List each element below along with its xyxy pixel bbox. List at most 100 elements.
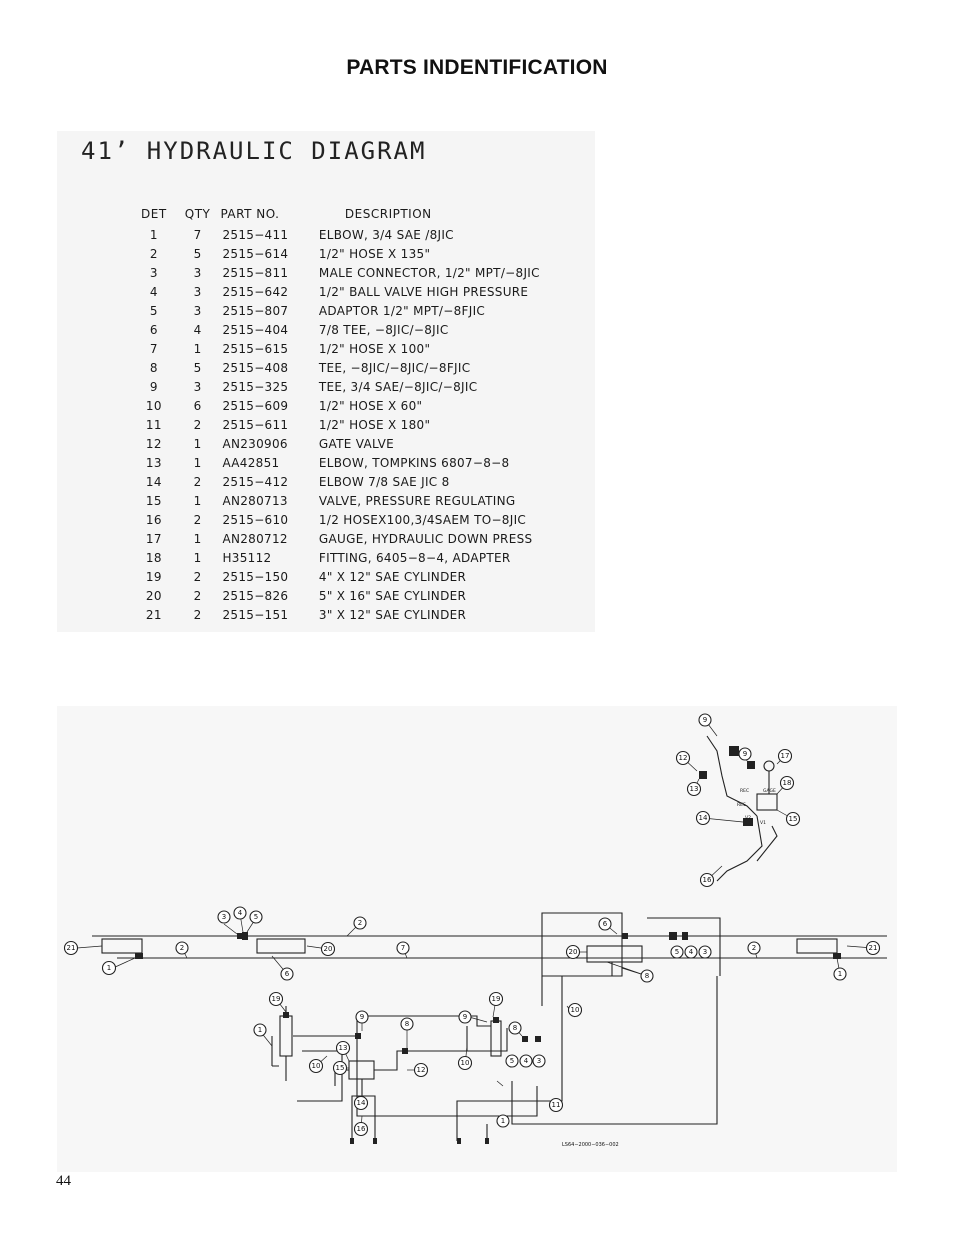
cell-qty: 2 [193,513,202,528]
callout-14-a: 14 [357,1099,366,1107]
col-header-description: DESCRIPTION [344,207,432,221]
cell-qty: 3 [193,265,202,280]
callout-1-b: 1 [838,970,842,978]
callout-5-b: 5 [675,948,679,956]
callout-5-c: 5 [510,1057,514,1065]
callout-21-right: 21 [869,944,878,952]
callout-5-a: 5 [254,913,258,921]
cell-det: 3 [149,265,158,280]
callout-circles [63,713,881,1137]
cell-qty: 3 [193,284,202,299]
callout-6-b: 6 [603,920,608,928]
cell-qty: 1 [193,437,202,452]
drawing-number: LS64−2000−036−002 [562,1142,619,1148]
callout-12-a: 12 [417,1066,426,1074]
cell-det: 16 [145,513,162,528]
cell-qty: 1 [193,551,202,566]
callout-9-c: 9 [703,716,707,724]
cell-det: 13 [145,456,162,471]
cell-part-no: AN280712 [222,532,288,547]
cell-description: 7/8 TEE, −8JIC/−8JIC [318,322,449,337]
cell-part-no: AA42851 [222,456,280,471]
callout-9-d: 9 [743,750,747,758]
cell-qty: 2 [193,417,202,432]
cell-det: 12 [145,437,162,452]
cell-description: VALVE, PRESSURE REGULATING [318,494,516,509]
cell-description: ELBOW, TOMPKINS 6807−8−8 [318,456,510,471]
cell-description: ELBOW, 3/4 SAE /8JIC [318,227,454,242]
cell-part-no: 2515−150 [222,570,289,585]
page-heading: PARTS INDENTIFICATION [346,56,608,79]
callout-14-b: 14 [699,814,708,822]
hydraulic-schematic-drawing: 21 1 3 4 5 2 2 6 20 7 6 20 8 5 4 3 2 1 2… [63,713,887,1148]
cell-part-no: 2515−411 [222,227,289,242]
cell-description: GAUGE, HYDRAULIC DOWN PRESS [318,532,533,547]
cell-det: 5 [149,303,158,318]
cell-qty: 3 [193,379,202,394]
callout-8-a: 8 [645,972,649,980]
callout-8-b: 8 [405,1020,409,1028]
callout-4-b: 4 [689,948,694,956]
cell-det: 17 [145,532,162,547]
callout-4-a: 4 [238,909,243,917]
callout-9-b: 9 [463,1013,467,1021]
cell-qty: 6 [193,398,202,413]
callout-8-c: 8 [513,1024,517,1032]
callout-1-a: 1 [107,964,111,972]
callout-13: 13 [339,1044,348,1052]
cell-qty: 5 [193,360,202,375]
callout-3-c: 3 [537,1057,541,1065]
cell-description: MALE CONNECTOR, 1/2" MPT/−8JIC [318,265,540,280]
cell-part-no: 2515−826 [222,589,289,604]
callout-9-a: 9 [360,1013,364,1021]
cell-qty: 1 [193,494,202,509]
cell-description: 1/2" HOSE X 100" [318,341,431,356]
cell-description: FITTING, 6405−8−4, ADAPTER [318,551,511,566]
cell-qty: 3 [193,303,202,318]
cell-det: 10 [145,398,162,413]
cell-det: 14 [145,475,162,490]
cell-det: 1 [149,227,158,242]
cell-det: 20 [145,589,162,604]
cell-part-no: 2515−151 [222,608,289,623]
parts-table-panel: 41’ HYDRAULIC DIAGRAM DET QTY PART NO. D… [57,131,595,632]
callout-10-a: 10 [312,1062,321,1070]
cell-description: 1/2" BALL VALVE HIGH PRESSURE [318,284,529,299]
callout-2-b: 2 [180,944,184,952]
col-header-part-no: PART NO. [220,207,280,221]
col-header-det: DET [141,207,167,221]
cell-part-no: 2515−610 [222,513,289,528]
cell-det: 19 [145,570,162,585]
callout-leaders [76,719,874,1130]
callout-2-c: 2 [752,944,756,952]
cell-qty: 2 [193,570,202,585]
cell-part-no: AN230906 [222,437,288,452]
port-label-gage: GAGE [763,788,776,794]
cell-description: 1/2 HOSEX100,3/4SAEM TO−8JIC [318,513,527,528]
cell-part-no: H35112 [222,551,272,566]
port-label-res: RES [737,802,746,808]
table-row: 16 2 2515−610 1/2 HOSEX100,3/4SAEM TO−8JIC [129,511,595,530]
cell-det: 9 [149,379,158,394]
cell-part-no: 2515−408 [222,360,289,375]
callout-20-a: 20 [324,945,333,953]
callout-19-a: 19 [272,995,281,1003]
cell-part-no: 2515−615 [222,341,289,356]
cell-part-no: 2515−811 [222,265,289,280]
callout-12-b: 12 [679,754,688,762]
callout-7: 7 [401,944,405,952]
